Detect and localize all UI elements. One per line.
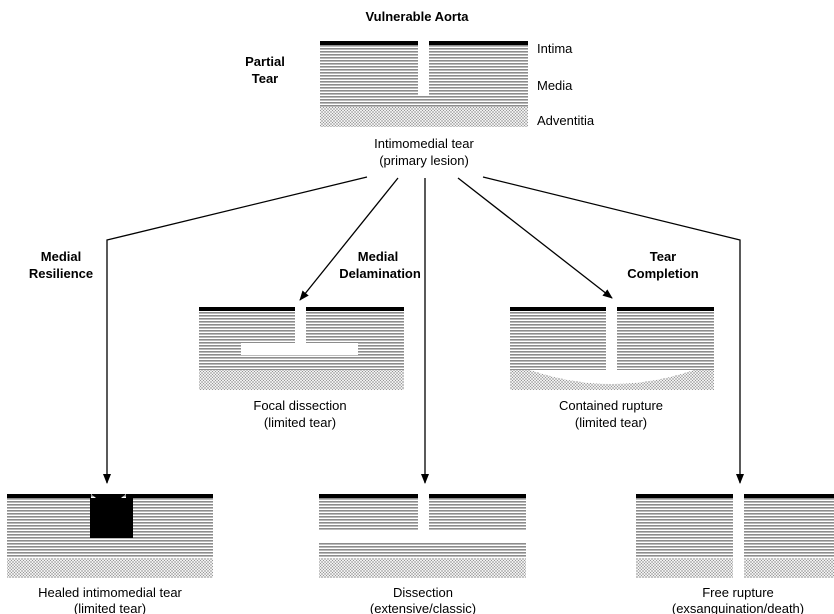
free-rupture-caption-2: (exsanguination/death) xyxy=(672,601,804,614)
dissection-wall xyxy=(319,493,526,578)
medial-delamination-label-2: Delamination xyxy=(339,266,421,281)
healed-caption-1: Healed intimomedial tear xyxy=(38,585,182,600)
free-rupture-wall xyxy=(636,492,834,580)
dissection-caption-1: Dissection xyxy=(393,585,453,600)
medial-resilience-label-1: Medial xyxy=(41,249,81,264)
arrow-to-free-rupture xyxy=(482,176,744,484)
partial-tear-label-1: Partial xyxy=(245,54,285,69)
contained-rupture-caption-1: Contained rupture xyxy=(559,398,663,413)
medial-delamination-label-1: Medial xyxy=(358,249,398,264)
tear-completion-label-1: Tear xyxy=(650,249,677,264)
arrow-to-contained-rupture xyxy=(457,177,613,299)
tear-completion-label-2: Completion xyxy=(627,266,699,281)
primary-lesion-caption-1: Intimomedial tear xyxy=(374,136,474,151)
focal-dissection-caption-1: Focal dissection xyxy=(253,398,346,413)
top-aorta-wall xyxy=(320,40,528,127)
dissection-caption-2: (extensive/classic) xyxy=(370,601,476,614)
medial-resilience-label-2: Resilience xyxy=(29,266,93,281)
focal-dissection-caption-2: (limited tear) xyxy=(264,415,336,430)
free-rupture-caption-1: Free rupture xyxy=(702,585,774,600)
pathway-arrows xyxy=(103,176,744,484)
contained-rupture-caption-2: (limited tear) xyxy=(575,415,647,430)
contained-rupture-wall xyxy=(510,306,714,390)
partial-tear-label-2: Tear xyxy=(252,71,279,86)
healed-tear-wall xyxy=(7,494,213,578)
media-label: Media xyxy=(537,78,573,93)
arrow-to-focal-dissection xyxy=(299,177,399,301)
arrow-to-healed xyxy=(103,176,368,484)
intimal-tear xyxy=(418,40,429,95)
diagram-title: Vulnerable Aorta xyxy=(365,9,469,24)
primary-lesion-caption-2: (primary lesion) xyxy=(379,153,469,168)
healed-caption-2: (limited tear) xyxy=(74,601,146,614)
focal-dissection-wall xyxy=(199,306,404,390)
healed-scar xyxy=(90,498,133,538)
adventitia-label: Adventitia xyxy=(537,113,595,128)
intima-label: Intima xyxy=(537,41,573,56)
